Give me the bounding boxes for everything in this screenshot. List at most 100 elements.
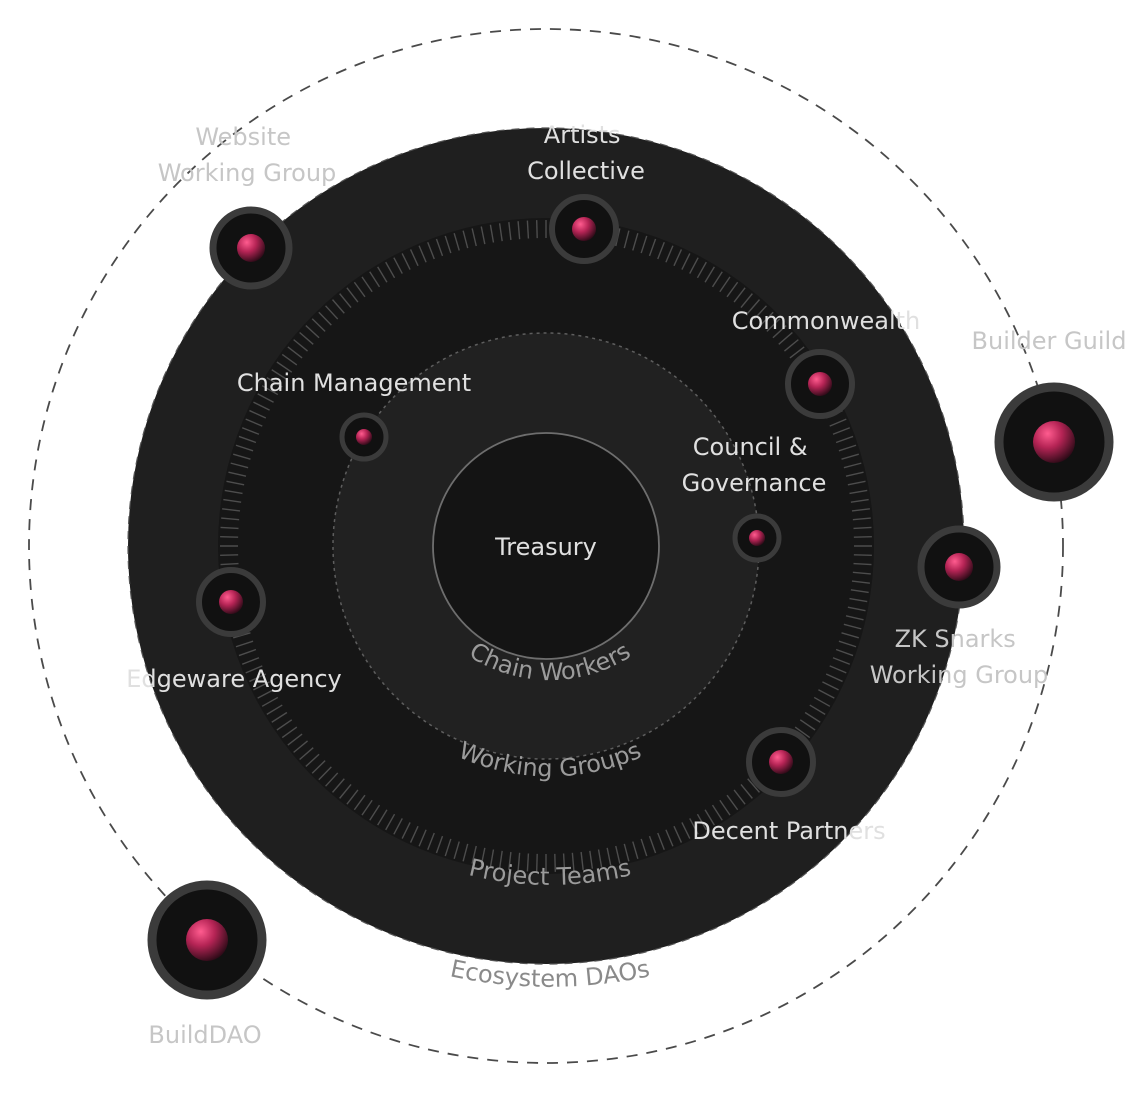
node-website-working-group[interactable]	[209, 206, 293, 290]
tick-mark	[418, 829, 427, 847]
tick-mark	[681, 253, 691, 270]
ecosystem-orbit	[28, 28, 1064, 1064]
tick-mark	[453, 841, 460, 859]
tick-mark	[849, 597, 868, 603]
tick-mark	[835, 648, 854, 657]
tick-mark	[276, 361, 293, 373]
tick-mark	[353, 794, 366, 811]
tick-mark	[498, 223, 503, 242]
tick-mark	[444, 838, 452, 857]
tick-mark	[535, 853, 538, 872]
node-zk-snarks-working-group[interactable]	[917, 525, 1001, 609]
tick-mark	[287, 346, 303, 359]
tick-mark	[829, 665, 847, 674]
tick-mark	[845, 471, 864, 477]
tick-mark	[253, 401, 270, 411]
tick-mark	[257, 393, 274, 403]
tick-mark	[673, 825, 683, 843]
node-commonwealth[interactable]	[785, 349, 855, 419]
node-builder-guild[interactable]	[994, 382, 1114, 502]
tick-mark	[640, 235, 648, 254]
tick-mark	[665, 245, 674, 263]
tick-mark	[783, 339, 799, 352]
tick-mark	[462, 843, 469, 862]
tick-mark	[852, 571, 871, 575]
tick-mark	[843, 462, 862, 469]
tick-mark	[843, 623, 862, 630]
tick-mark	[276, 719, 293, 731]
tick-mark	[711, 271, 723, 288]
tick-mark	[825, 673, 843, 683]
tick-mark	[851, 580, 870, 584]
tick-mark	[571, 852, 575, 871]
tick-mark	[339, 293, 352, 309]
commonwealth-label: Commonwealth	[732, 307, 920, 335]
tick-mark	[853, 554, 872, 557]
tick-mark	[281, 353, 298, 366]
node-artists-collective[interactable]	[549, 194, 619, 264]
node-builddao[interactable]	[147, 880, 267, 1000]
tick-mark	[257, 689, 274, 699]
tick-mark	[346, 287, 359, 303]
tick-mark	[241, 657, 260, 665]
tick-mark	[517, 852, 521, 871]
tick-mark	[480, 226, 486, 245]
tick-mark	[346, 789, 359, 805]
tick-mark	[325, 772, 339, 787]
tick-mark	[281, 726, 298, 739]
tick-mark	[841, 632, 859, 639]
tick-mark	[711, 804, 723, 821]
builddao-label: BuildDAO	[148, 1021, 261, 1049]
tick-mark	[740, 783, 753, 799]
tick-mark	[606, 847, 612, 866]
tick-mark	[640, 838, 648, 857]
tick-mark	[689, 818, 699, 835]
tick-mark	[615, 845, 621, 864]
tick-mark	[851, 508, 870, 512]
tick-mark	[462, 230, 469, 249]
tick-mark	[299, 747, 314, 761]
tick-mark	[377, 266, 388, 283]
tick-mark	[427, 832, 435, 851]
decent-partners-label: Decent Partners	[692, 817, 885, 845]
tick-mark	[818, 689, 835, 699]
tick-mark	[804, 711, 821, 723]
tick-mark	[681, 822, 691, 839]
tick-mark	[444, 235, 452, 254]
tick-mark	[325, 305, 339, 320]
tick-mark	[220, 562, 239, 566]
tick-mark	[822, 681, 839, 691]
tick-mark	[665, 829, 674, 847]
node-chain-management[interactable]	[339, 412, 389, 462]
tick-mark	[271, 369, 288, 381]
node-edgeware-agency[interactable]	[196, 567, 266, 637]
treasury-label: Treasury	[494, 533, 597, 561]
tick-mark	[393, 257, 403, 274]
node-council-governance[interactable]	[732, 513, 782, 563]
tick-mark	[597, 849, 603, 868]
tick-mark	[311, 760, 326, 774]
tick-mark	[719, 799, 731, 816]
edgeware-agency-label: Edgeware Agency	[126, 665, 342, 693]
tick-mark	[845, 615, 864, 621]
tick-mark	[623, 230, 630, 249]
tick-mark	[427, 241, 435, 260]
tick-mark	[847, 606, 866, 612]
tick-mark	[799, 719, 816, 731]
tick-mark	[377, 809, 388, 826]
tick-mark	[220, 526, 239, 530]
tick-mark	[435, 835, 444, 854]
tick-mark	[772, 325, 787, 339]
tick-mark	[508, 222, 512, 241]
node-decent-partners[interactable]	[746, 727, 816, 797]
tick-mark	[305, 753, 320, 767]
tick-mark	[747, 778, 761, 793]
tick-mark	[261, 385, 279, 396]
tick-mark	[841, 453, 859, 460]
tick-mark	[733, 287, 746, 303]
tick-mark	[453, 233, 460, 251]
tick-mark	[235, 444, 254, 452]
tick-mark	[849, 489, 868, 495]
tick-mark	[648, 835, 657, 854]
